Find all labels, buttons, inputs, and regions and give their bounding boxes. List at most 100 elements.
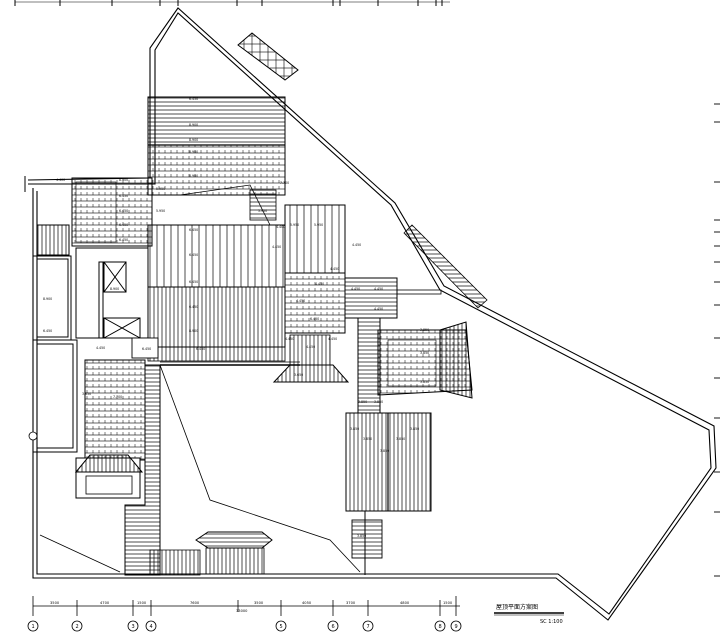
- elevation-label: 6.450: [189, 97, 198, 101]
- roof-block-left-top: [71, 177, 153, 247]
- elevation-label: 5.950: [258, 209, 267, 213]
- svg-text:4: 4: [150, 624, 153, 630]
- elevation-label: 7.700: [113, 395, 122, 399]
- dimension-value: 4800: [400, 601, 410, 605]
- svg-text:1: 1: [32, 624, 35, 630]
- svg-text:8: 8: [439, 624, 442, 630]
- grid-bubble: 2: [71, 620, 83, 632]
- elevation-label: 4.450: [330, 267, 339, 271]
- elevation-label: 3.850: [380, 449, 389, 453]
- dimension-chain: [32, 596, 460, 616]
- top-ticks: [14, 0, 450, 6]
- grid-axis-bubbles: 1 2 3 4 5 6 7 8 9: [27, 620, 462, 632]
- elevation-label: 4.450: [374, 287, 383, 291]
- elevation-label: 5.950: [156, 187, 165, 191]
- dimension-value: 4050: [302, 601, 312, 605]
- roof-block-east-corridor: [344, 277, 442, 414]
- elevation-label: 3.850: [420, 351, 429, 355]
- elevation-label: 6.450: [189, 228, 198, 232]
- dimension-value: 4700: [100, 601, 110, 605]
- elevation-label: 8.900: [43, 297, 52, 301]
- wall-screen-top: [237, 32, 299, 81]
- elevation-label: 6.450: [119, 238, 128, 242]
- grid-bubble: 3: [127, 620, 139, 632]
- grid-bubble: 9: [450, 620, 462, 632]
- svg-text:9: 9: [455, 624, 458, 630]
- dimension-texts: 3500 4700 1500 7600 3500 4050 3700 4800 …: [50, 601, 453, 613]
- title-block: 屋顶平面方案图 SC 1:100: [494, 603, 564, 625]
- elevation-label: 8.900: [189, 138, 198, 142]
- elevation-label: 4.450: [374, 307, 383, 311]
- elevation-label: 4.400: [56, 178, 65, 182]
- svg-text:3: 3: [132, 624, 135, 630]
- grid-bubble: 4: [145, 620, 157, 632]
- elevation-label: 8.900: [119, 178, 128, 182]
- svg-text:6: 6: [332, 624, 335, 630]
- elevation-label: 8.900: [110, 287, 119, 291]
- elevation-label: 4.450: [306, 345, 315, 349]
- elevation-label: 6.450: [310, 317, 319, 321]
- atrium: [75, 247, 149, 339]
- elevation-label: 8.900: [189, 123, 198, 127]
- drawing-title: 屋顶平面方案图: [496, 603, 538, 611]
- elevation-label: 4.450: [285, 337, 294, 341]
- elevation-label: 6.450: [119, 194, 128, 198]
- elevation-label: 6.450: [43, 329, 52, 333]
- dimension-overall: 33000: [236, 609, 248, 613]
- elevation-label: 3.850: [420, 380, 429, 384]
- elevation-label: 4.400: [276, 225, 285, 229]
- elevation-label: 6.450: [196, 347, 205, 351]
- elevation-label: 3.850: [82, 392, 91, 396]
- drawing-scale: SC 1:100: [540, 619, 563, 625]
- roof-block-middle: [249, 189, 350, 383]
- grid-bubble: 6: [327, 620, 339, 632]
- wall-screen-right: [403, 224, 488, 309]
- pavilion-east: [377, 321, 473, 399]
- elevation-label: 3.850: [357, 534, 366, 538]
- elevation-label: 8.900: [189, 150, 198, 154]
- grid-bubble: 5: [275, 620, 287, 632]
- elevation-label: 4.450: [296, 299, 305, 303]
- elevation-label: 3.850: [374, 400, 383, 404]
- roof-block-southeast: [345, 412, 432, 575]
- roof-block-central: [131, 224, 300, 366]
- grid-bubble-left: [28, 431, 38, 441]
- dimension-value: 3500: [50, 601, 60, 605]
- grid-bubble: 1: [27, 620, 39, 632]
- elevation-label: 3.850: [363, 437, 372, 441]
- pavilion-south: [195, 531, 273, 575]
- elevation-label: 7.700: [280, 181, 289, 185]
- elevation-label: 8.900: [189, 174, 198, 178]
- elevation-label: 6.450: [119, 223, 128, 227]
- dimension-value: 1500: [443, 601, 453, 605]
- dimension-value: 1500: [137, 601, 147, 605]
- elevation-label: 3.850: [396, 437, 405, 441]
- right-edge-ticks: [714, 103, 720, 577]
- elevation-label: 3.850: [410, 427, 419, 431]
- grid-bubble: 8: [434, 620, 446, 632]
- left-rooms: [32, 224, 78, 453]
- dimension-value: 7600: [190, 601, 200, 605]
- elevation-labels: 6.450 8.900 8.900 8.900 8.900 4.400 8.90…: [43, 97, 429, 538]
- elevation-label: 6.450: [189, 280, 198, 284]
- svg-text:2: 2: [76, 624, 79, 630]
- elevation-label: 8.900: [189, 329, 198, 333]
- elevation-label: 4.450: [315, 282, 324, 286]
- elevation-label: 3.650: [294, 373, 303, 377]
- elevation-label: 4.450: [328, 337, 337, 341]
- roof-block-southwest: [74, 359, 201, 576]
- elevation-label: 6.450: [189, 305, 198, 309]
- grid-bubble: 7: [362, 620, 374, 632]
- dimension-value: 3500: [254, 601, 264, 605]
- elevation-label: 5.950: [290, 223, 299, 227]
- elevation-label: 6.450: [119, 209, 128, 213]
- elevation-label: 4.450: [352, 243, 361, 247]
- elevation-label: 6.450: [189, 253, 198, 257]
- elevation-label: 3.850: [350, 427, 359, 431]
- svg-text:5: 5: [280, 624, 283, 630]
- elevation-label: 4.450: [351, 287, 360, 291]
- svg-text:7: 7: [367, 624, 370, 630]
- elevation-label: 6.450: [142, 347, 151, 351]
- dimension-value: 3700: [346, 601, 356, 605]
